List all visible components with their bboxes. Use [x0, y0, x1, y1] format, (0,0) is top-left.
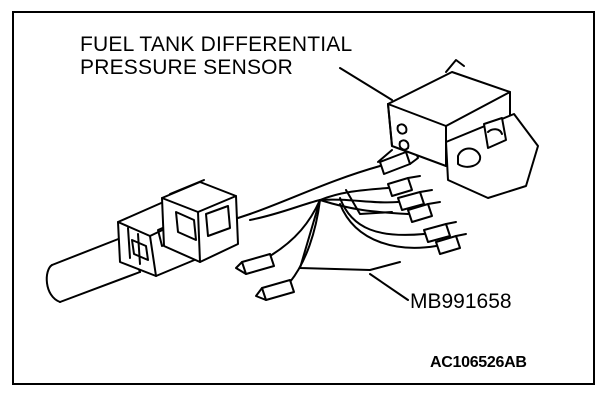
figure-code: AC106526AB [430, 354, 527, 371]
sensor-label-line2: PRESSURE SENSOR [80, 56, 294, 79]
figure-frame [12, 11, 595, 385]
adapter-leads [249, 165, 437, 283]
tool-leader-line [369, 273, 409, 301]
sensor-leader-line [339, 67, 393, 101]
adapter-connector [161, 179, 251, 263]
sensor-label: FUEL TANK DIFFERENTIAL PRESSURE SENSOR [80, 33, 352, 79]
pressure-sensor [377, 59, 539, 199]
tool-label: MB991658 [410, 290, 512, 313]
sensor-label-line1: FUEL TANK DIFFERENTIAL [80, 33, 353, 56]
probe-tips [235, 145, 467, 301]
